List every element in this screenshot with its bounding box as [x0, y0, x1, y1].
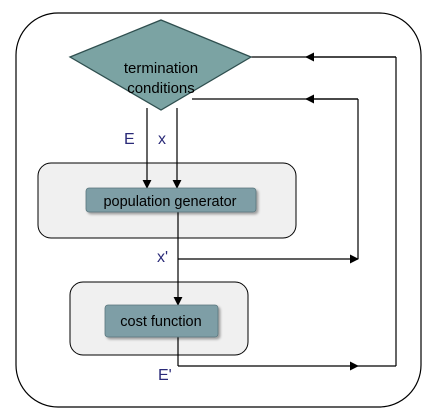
- termination-conditions-diamond: [68, 19, 253, 111]
- population-generator-label: population generator: [103, 194, 236, 210]
- feedback-lines: [177, 52, 397, 371]
- outer-frame: [15, 12, 422, 408]
- termination-label-line1: termination: [124, 60, 198, 77]
- edge-label-x: x: [158, 131, 166, 148]
- edge-label-x-prime: x': [157, 249, 168, 266]
- cost-function-label-box: [104, 304, 219, 338]
- population-generator-label-box: [85, 187, 257, 213]
- edge-label-e: E: [124, 131, 135, 148]
- termination-label-line2: conditions: [127, 80, 195, 97]
- edge-label-e-prime: E': [158, 367, 172, 384]
- cost-function-label: cost function: [120, 314, 201, 330]
- forward-arrows: [142, 108, 183, 306]
